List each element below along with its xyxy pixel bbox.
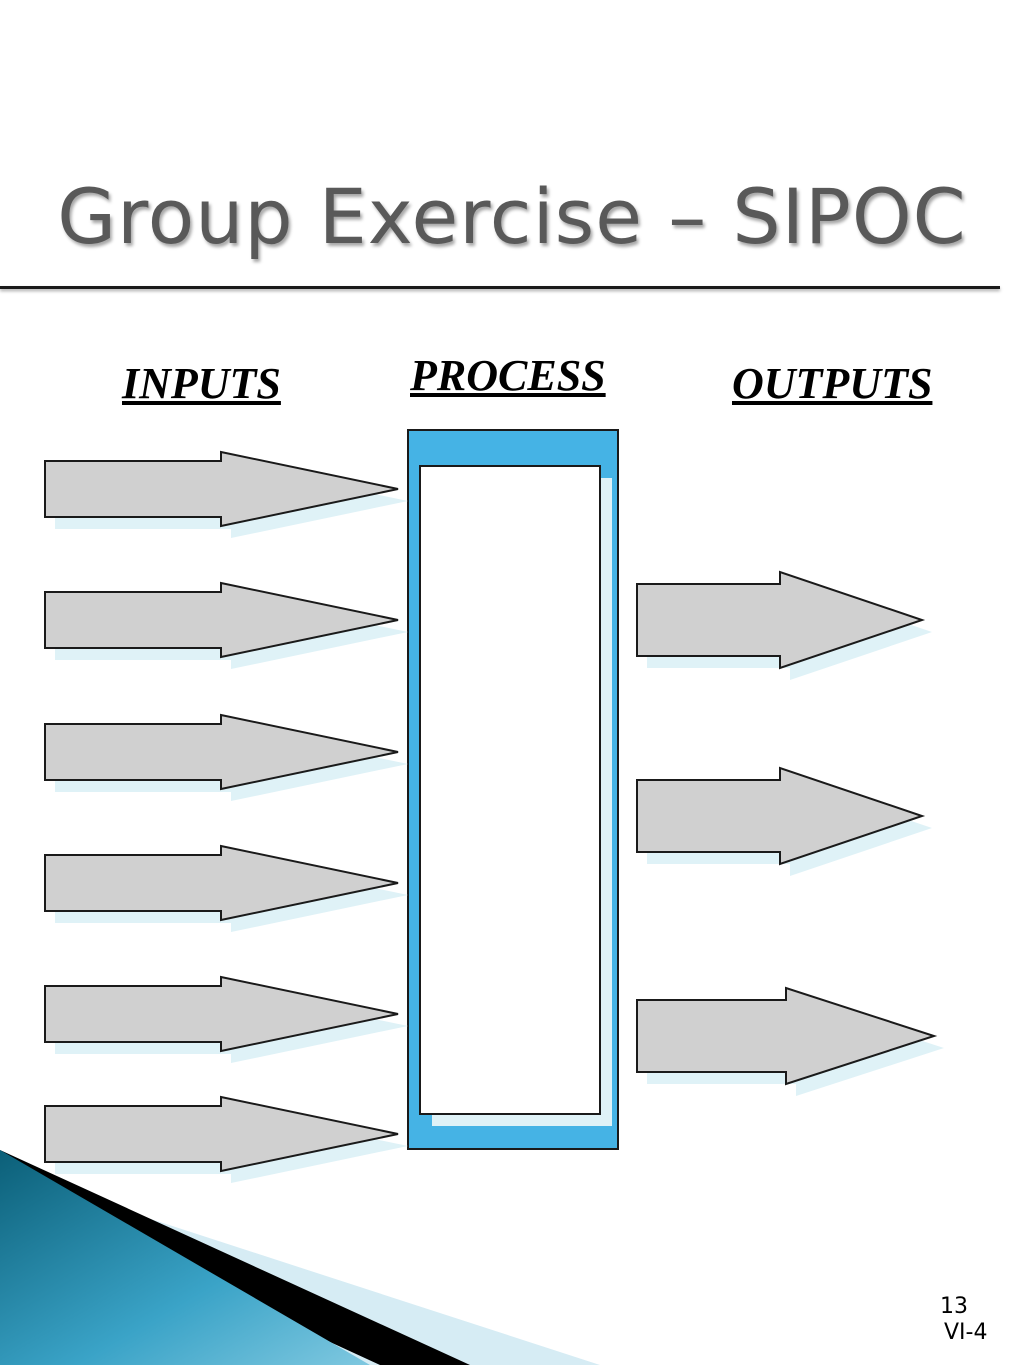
input-arrow-4-body xyxy=(44,844,399,922)
corner-blue-triangle xyxy=(0,1150,370,1365)
output-arrow-3-body xyxy=(636,986,938,1086)
output-arrow-3 xyxy=(636,986,944,1096)
output-arrow-2 xyxy=(636,766,932,876)
output-arrow-1 xyxy=(636,570,932,680)
input-arrow-4 xyxy=(44,844,408,932)
input-arrow-3-body xyxy=(44,713,399,791)
output-arrow-1-body xyxy=(636,570,926,670)
input-arrow-5-body xyxy=(44,975,399,1053)
slide-code: VI-4 xyxy=(944,1320,988,1345)
outputs-heading: OUTPUTS xyxy=(732,359,933,408)
input-arrow-1 xyxy=(44,450,408,538)
process-heading: PROCESS xyxy=(410,351,606,400)
input-arrow-6-body xyxy=(44,1095,399,1173)
output-arrow-2-body xyxy=(636,766,926,866)
input-arrows xyxy=(44,450,408,1183)
page-number: 13 xyxy=(940,1294,968,1319)
slide-title: Group Exercise – SIPOC xyxy=(57,172,967,261)
corner-black-stripe xyxy=(0,1150,470,1365)
input-arrow-6 xyxy=(44,1095,408,1183)
input-arrow-5 xyxy=(44,975,408,1063)
input-arrow-2 xyxy=(44,581,408,669)
input-arrow-2-body xyxy=(44,581,399,659)
input-arrow-1-body xyxy=(44,450,399,528)
process-box xyxy=(407,429,619,1150)
output-arrows xyxy=(636,570,944,1096)
input-arrow-3 xyxy=(44,713,408,801)
process-box-inner xyxy=(419,465,601,1115)
inputs-heading: INPUTS xyxy=(122,359,281,408)
title-underline xyxy=(0,286,1000,289)
corner-decoration xyxy=(0,1150,600,1365)
